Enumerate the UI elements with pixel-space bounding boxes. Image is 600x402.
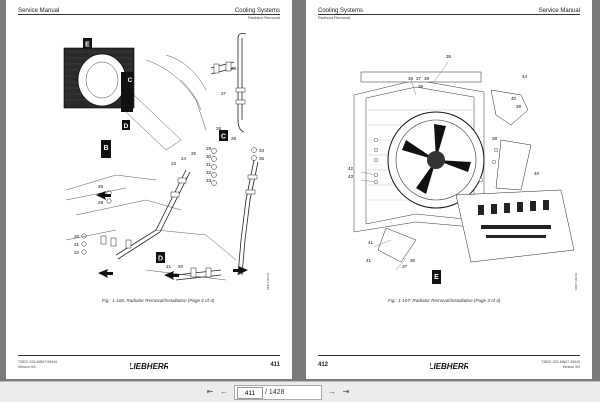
svg-text:28: 28 [98, 200, 104, 205]
footer-rule [18, 355, 280, 356]
svg-text:20: 20 [74, 234, 80, 239]
svg-text:C: C [221, 134, 226, 141]
footer-version: Version 3/0 [18, 365, 36, 369]
svg-text:20: 20 [178, 264, 184, 269]
svg-text:21: 21 [166, 264, 172, 269]
svg-text:32: 32 [206, 170, 212, 175]
drawing-code: MN07-99443 [574, 272, 578, 290]
header-right: Service Manual [538, 8, 580, 14]
total-pages: / 1428 [265, 389, 285, 396]
liebherr-logo: LIEBHERR [130, 360, 168, 371]
prev-page-icon[interactable]: ← [220, 387, 228, 396]
svg-text:21: 21 [74, 242, 80, 247]
svg-text:35: 35 [259, 156, 265, 161]
svg-text:40: 40 [534, 171, 540, 176]
svg-text:26: 26 [98, 184, 104, 189]
left-page: Service Manual Cooling Systems Radiator … [6, 0, 292, 379]
part-numbers-right: 35 36 37 38 39 40 41 42 43 44 40 37 36 3… [348, 54, 540, 269]
svg-text:30: 30 [206, 154, 212, 159]
figure-caption: Fig.: 1-166: Radiator Removal/Installati… [102, 298, 215, 303]
svg-text:27: 27 [98, 192, 104, 197]
right-page: Cooling Systems Service Manual Radiator … [306, 0, 592, 379]
svg-text:29: 29 [231, 66, 237, 71]
svg-text:22: 22 [156, 258, 162, 263]
radiator-drawing-left: E C B D C D 26 27 28 29 30 31 32 [63, 33, 265, 281]
svg-text:37: 37 [416, 76, 422, 81]
svg-text:27: 27 [221, 91, 227, 96]
header-left: Cooling Systems [318, 8, 364, 14]
svg-text:42: 42 [348, 166, 354, 171]
header-rule [18, 14, 280, 15]
svg-text:31: 31 [206, 162, 212, 167]
footer-code: T282C-032-MN07-99443 [541, 360, 580, 364]
svg-text:26: 26 [216, 126, 222, 131]
svg-text:38: 38 [492, 136, 498, 141]
next-page-icon[interactable]: → [328, 387, 336, 396]
svg-text:34: 34 [259, 148, 265, 153]
first-page-icon[interactable]: ⇤ [206, 387, 214, 396]
svg-text:E: E [85, 42, 90, 49]
footer-code: T282C-032-MN07-99443 [18, 360, 57, 364]
callout-letters-left: E C B D C D [83, 38, 228, 263]
svg-text:35: 35 [446, 54, 452, 59]
part-numbers-left: 26 27 28 29 30 31 32 33 34 35 20 21 22 2… [74, 66, 265, 269]
footer-version: Version 3/0 [562, 365, 580, 369]
viewer-toolbar: ⇤ ← / 1428 → ⇥ [0, 381, 600, 402]
svg-text:37: 37 [402, 264, 408, 269]
svg-text:43: 43 [348, 174, 354, 179]
svg-text:C: C [128, 77, 133, 84]
svg-text:D: D [158, 256, 163, 263]
svg-text:39: 39 [418, 84, 424, 89]
radiator-drawing-right: E 35 36 37 38 39 40 41 42 43 44 40 37 36… [348, 54, 575, 284]
figure-caption: Fig.: 1-167: Radiator Removal/Installati… [388, 298, 501, 303]
svg-text:28: 28 [231, 136, 237, 141]
svg-text:44: 44 [522, 74, 528, 79]
footer-rule [318, 355, 580, 356]
page-number: 412 [318, 362, 329, 368]
svg-text:29: 29 [206, 146, 212, 151]
current-page-input[interactable] [237, 387, 263, 399]
drawing-code: MN07-99443 [266, 272, 270, 290]
svg-text:41: 41 [366, 258, 372, 263]
header-sub: Radiator Removal [318, 15, 351, 20]
page-number: 411 [270, 362, 280, 368]
header-rule [318, 14, 580, 15]
svg-text:24: 24 [181, 156, 187, 161]
svg-text:E: E [434, 274, 439, 281]
svg-text:41: 41 [368, 240, 374, 245]
svg-text:LIEBHERR: LIEBHERR [430, 362, 468, 371]
header-sub: Radiator Removal [247, 15, 280, 20]
page-navigator: / 1428 [234, 385, 322, 400]
svg-text:39: 39 [516, 104, 522, 109]
svg-text:40: 40 [511, 96, 517, 101]
svg-text:36: 36 [408, 76, 414, 81]
last-page-icon[interactable]: ⇥ [342, 387, 350, 396]
header-left: Service Manual [18, 8, 60, 14]
svg-text:22: 22 [74, 250, 80, 255]
header-right: Cooling Systems [234, 8, 280, 14]
svg-text:23: 23 [171, 161, 177, 166]
liebherr-logo: LIEBHERR [430, 360, 468, 371]
callout-e-box [432, 270, 441, 284]
svg-text:36: 36 [410, 258, 416, 263]
svg-text:38: 38 [424, 76, 430, 81]
svg-text:B: B [103, 145, 108, 152]
svg-text:LIEBHERR: LIEBHERR [130, 362, 168, 371]
svg-text:D: D [124, 123, 129, 130]
svg-text:25: 25 [191, 151, 197, 156]
svg-text:33: 33 [206, 178, 212, 183]
